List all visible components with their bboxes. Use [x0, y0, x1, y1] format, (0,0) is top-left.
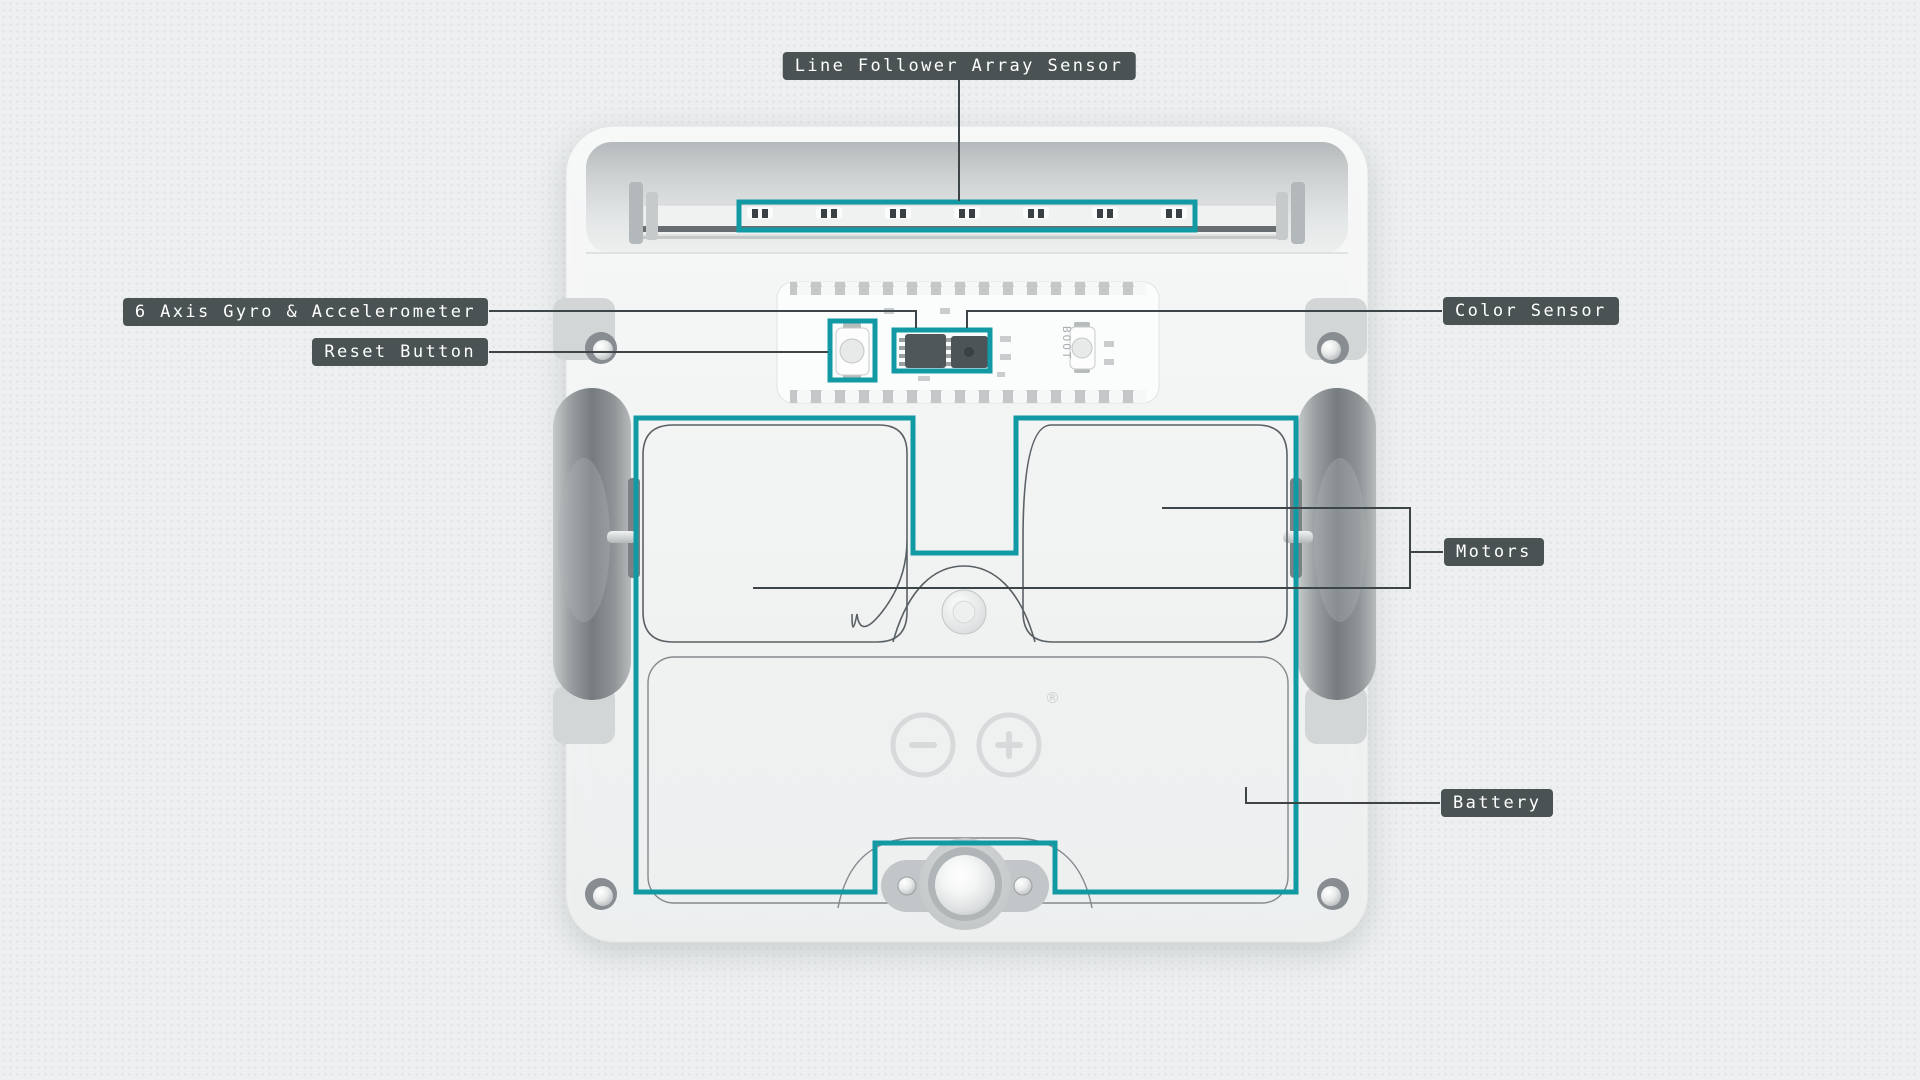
sensor-bar-shadow-line	[643, 236, 1285, 239]
motor-arch-seam	[892, 565, 1036, 643]
motor-pods	[642, 424, 1288, 643]
label-battery: Battery	[1441, 789, 1554, 817]
caster-ball	[935, 855, 995, 915]
label-line-follower-array-sensor: Line Follower Array Sensor	[782, 52, 1136, 80]
sensor-elements	[747, 207, 1187, 219]
line-follower-highlight-box	[736, 199, 1198, 233]
battery-cover: ®	[647, 656, 1289, 904]
arduino-logo: ®	[890, 689, 1060, 778]
highlight-boxes	[633, 199, 1299, 895]
bumper-deck-seam	[586, 252, 1348, 254]
logo-minus	[909, 742, 937, 748]
caster-ball-assembly	[837, 837, 1093, 930]
left-motor-pod-seam	[642, 424, 908, 643]
callout-line-motors	[753, 507, 1443, 589]
label-reset-button: Reset Button	[312, 338, 488, 366]
callout-line-gyro	[489, 310, 917, 328]
label-motors: Motors	[1444, 538, 1544, 566]
boot-button	[1069, 322, 1096, 373]
callout-line-color-sensor	[966, 310, 1442, 328]
left-axle	[607, 531, 637, 543]
corner-screws	[585, 332, 1349, 910]
gyro-accelerometer-chip	[899, 334, 952, 368]
motors-battery-highlight-outline	[633, 415, 1299, 895]
caster-screws	[897, 876, 1033, 896]
registered-trademark: ®	[1045, 689, 1060, 707]
reset-button-highlight-box	[827, 318, 878, 383]
left-wheel	[553, 388, 631, 700]
sensor-bar-end-clips	[629, 182, 1305, 244]
castellated-pads-bottom	[790, 390, 1146, 403]
logo-plus-v	[1006, 731, 1012, 759]
center-hub-inner	[952, 600, 976, 624]
pcb-window: BOOT	[776, 281, 1160, 404]
wheel-fenders	[553, 298, 1367, 744]
color-sensor-chip	[951, 336, 988, 368]
right-wheel	[1298, 388, 1376, 700]
imu-color-sensor-highlight-box	[891, 327, 993, 374]
reset-button	[835, 323, 870, 379]
label-gyro-accelerometer: 6 Axis Gyro & Accelerometer	[122, 298, 488, 326]
callout-line-battery	[1245, 787, 1440, 804]
robot-body: BOOT	[553, 125, 1376, 943]
right-motor-pod-seam	[1022, 424, 1288, 643]
callout-lines	[489, 80, 1443, 804]
label-color-sensor: Color Sensor	[1443, 297, 1619, 325]
boot-silkscreen-text: BOOT	[1060, 326, 1073, 361]
castellated-pads-top	[790, 282, 1146, 295]
